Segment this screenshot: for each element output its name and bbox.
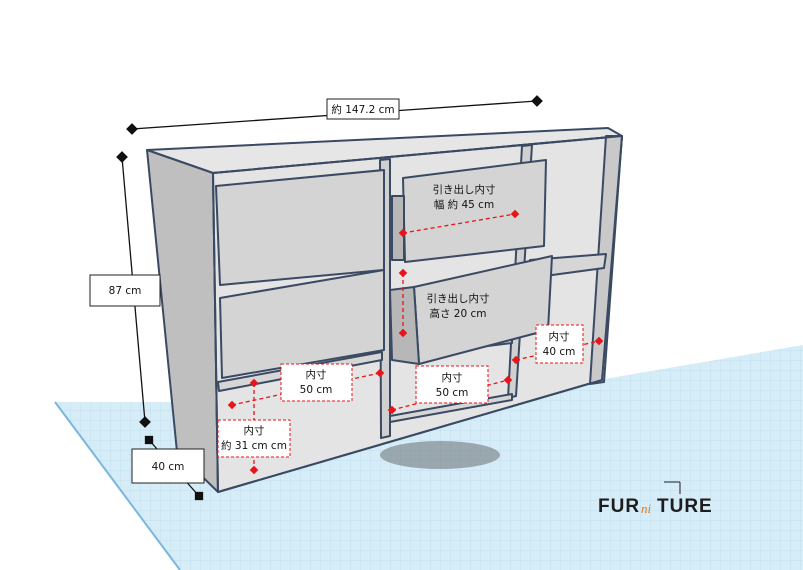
drawer-height-label: 引き出し内寸 高さ 20 cm (427, 292, 490, 320)
middle-width-label-line2: 50 cm (436, 387, 469, 399)
drawer-right-upper-side (391, 195, 405, 261)
depth-dimension-text: 40 cm (152, 461, 185, 473)
middle-width-label[interactable]: 内寸 50 cm (415, 365, 489, 404)
interior-measurement-points (227, 209, 604, 475)
drawer-left-upper[interactable] (215, 169, 385, 286)
depth-dimension-label[interactable]: 40 cm (131, 448, 205, 484)
left-height-label-line1: 内寸 (244, 424, 265, 437)
drawer-width-label: 引き出し内寸 幅 約 45 cm (433, 183, 496, 211)
logo-text-middle: ni (641, 501, 652, 516)
left-width-label[interactable]: 内寸 50 cm (280, 363, 353, 402)
drawer-width-label-line1: 引き出し内寸 (433, 183, 496, 196)
workplane-grid (54, 345, 803, 570)
drawer-height-label-line1: 引き出し内寸 (427, 292, 490, 305)
left-width-label-line2: 50 cm (300, 384, 333, 396)
cabinet-front-frame (212, 135, 623, 493)
left-height-label[interactable]: 内寸 約 31 cm cm (217, 419, 291, 458)
height-dimension-text: 87 cm (109, 285, 142, 297)
cabinet-shadow (380, 441, 500, 469)
height-dimension-label[interactable]: 87 cm (89, 274, 161, 307)
middle-width-label-line1: 内寸 (442, 371, 463, 384)
left-height-label-line2: 約 31 cm cm (221, 439, 287, 452)
logo-text-right: TURE (657, 496, 713, 517)
right-depth-label-line2: 40 cm (543, 346, 576, 358)
width-dimension-label[interactable]: 約 147.2 cm (326, 98, 400, 120)
width-dimension-text: 約 147.2 cm (331, 103, 394, 116)
drawer-height-label-line2: 高さ 20 cm (429, 307, 486, 320)
left-width-label-line1: 内寸 (306, 368, 327, 381)
furniture-logo: FUR ni TURE (598, 481, 713, 517)
drawer-left-lower[interactable] (219, 269, 385, 379)
right-depth-label[interactable]: 内寸 40 cm (535, 324, 584, 364)
right-depth-label-line1: 内寸 (549, 330, 570, 343)
drawer-right-lower-side (389, 286, 420, 365)
drawer-width-label-line2: 幅 約 45 cm (434, 198, 494, 211)
logo-text-left: FUR (598, 496, 640, 517)
drawer-right-upper[interactable] (402, 159, 547, 263)
